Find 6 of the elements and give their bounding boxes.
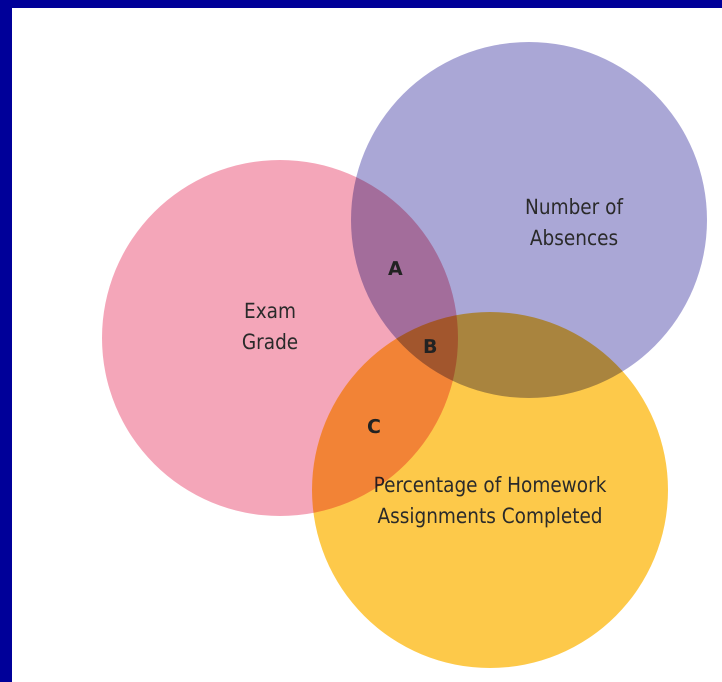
circle-label: Number of Absences xyxy=(524,194,624,252)
circle-label: Exam Grade xyxy=(240,298,300,356)
region-label: A xyxy=(388,258,403,280)
circle-label: Percentage of Homework Assignments Completed xyxy=(372,472,608,530)
region-label: B xyxy=(423,336,438,358)
region-label: C xyxy=(367,416,381,438)
